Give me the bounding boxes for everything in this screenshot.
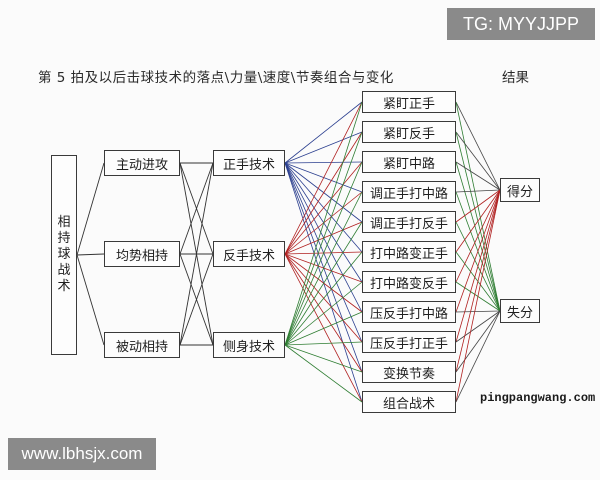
mode-balanced-rally: 均势相持 <box>104 241 180 267</box>
tactic-to-result-line <box>455 189 501 283</box>
root-to-mode-line <box>76 254 105 346</box>
tactic-to-result-line <box>455 189 501 343</box>
tactic-to-result-line <box>455 131 501 191</box>
root-char-1: 相 <box>57 215 71 230</box>
technique-forehand: 正手技术 <box>213 150 285 176</box>
watermark-site: www.lbhsjx.com <box>8 438 156 470</box>
tactic-box: 打中路变反手 <box>362 271 456 293</box>
mode-to-technique-line <box>179 253 214 346</box>
tactic-to-result-line <box>455 101 501 312</box>
tactic-box: 调正手打中路 <box>362 181 456 203</box>
technique-backhand: 反手技术 <box>213 241 285 267</box>
technique-to-tactic-line <box>284 191 363 346</box>
tactic-to-result-line <box>455 310 501 313</box>
technique-to-tactic-line <box>284 161 363 346</box>
technique-to-tactic-line <box>284 221 363 346</box>
technique-to-tactic-line <box>284 161 363 255</box>
tactic-box: 打中路变正手 <box>362 241 456 263</box>
tactic-to-result-line <box>455 189 501 313</box>
tactic-to-result-line <box>455 310 501 403</box>
root-char-5: 术 <box>57 279 71 294</box>
tactic-to-result-line <box>455 189 501 193</box>
tactic-box: 压反手打中路 <box>362 301 456 323</box>
tactic-box: 紧盯正手 <box>362 91 456 113</box>
technique-to-tactic-line <box>284 281 363 346</box>
root-char-2: 持 <box>57 231 71 246</box>
tactic-to-result-line <box>455 189 501 403</box>
technique-to-tactic-line <box>284 341 363 346</box>
tactic-to-result-line <box>455 310 501 343</box>
technique-to-tactic-line <box>284 131 363 346</box>
root-char-4: 战 <box>57 263 71 278</box>
root-char-3: 球 <box>57 247 71 262</box>
technique-to-tactic-line <box>284 344 363 373</box>
result-lose: 失分 <box>500 299 540 323</box>
tactic-box: 变换节奏 <box>362 361 456 383</box>
technique-to-tactic-line <box>284 131 363 255</box>
tactic-box: 组合战术 <box>362 391 456 413</box>
tactic-box: 调正手打反手 <box>362 211 456 233</box>
tactic-to-result-line <box>455 189 501 223</box>
root-to-mode-line <box>76 162 105 256</box>
watermark-tg: TG: MYYJJPP <box>447 8 595 40</box>
mode-passive-rally: 被动相持 <box>104 332 180 358</box>
watermark-pingpangwang: pingpangwang.com <box>480 391 596 405</box>
technique-to-tactic-line <box>284 101 363 255</box>
result-column-label: 结果 <box>502 70 529 86</box>
tactic-to-result-line <box>455 101 501 191</box>
technique-to-tactic-line <box>284 131 363 164</box>
technique-to-tactic-line <box>284 251 363 346</box>
tactic-to-result-line <box>455 189 501 373</box>
root-to-mode-line <box>76 253 105 256</box>
result-score: 得分 <box>500 178 540 202</box>
tactic-to-result-line <box>455 310 501 373</box>
technique-to-tactic-line <box>284 101 363 346</box>
mode-to-technique-line <box>179 162 214 255</box>
technique-sidearm: 侧身技术 <box>213 332 285 358</box>
technique-to-tactic-line <box>284 311 363 346</box>
technique-to-tactic-line <box>284 161 363 164</box>
tactic-box: 紧盯中路 <box>362 151 456 173</box>
tactic-box: 紧盯反手 <box>362 121 456 143</box>
mode-active-attack: 主动进攻 <box>104 150 180 176</box>
root-tactic-box: 相 持 球 战 术 <box>51 155 77 355</box>
mode-to-technique-line <box>179 162 214 346</box>
technique-to-tactic-line <box>284 344 363 403</box>
tactic-to-result-line <box>455 189 501 253</box>
tactic-to-result-line <box>455 161 501 191</box>
technique-to-tactic-line <box>284 101 363 164</box>
technique-to-tactic-line <box>284 253 363 403</box>
diagram-title: 第 5 拍及以后击球技术的落点\力量\速度\节奏组合与变化 <box>38 70 394 86</box>
tactic-box: 压反手打正手 <box>362 331 456 353</box>
technique-to-tactic-line <box>284 162 363 373</box>
